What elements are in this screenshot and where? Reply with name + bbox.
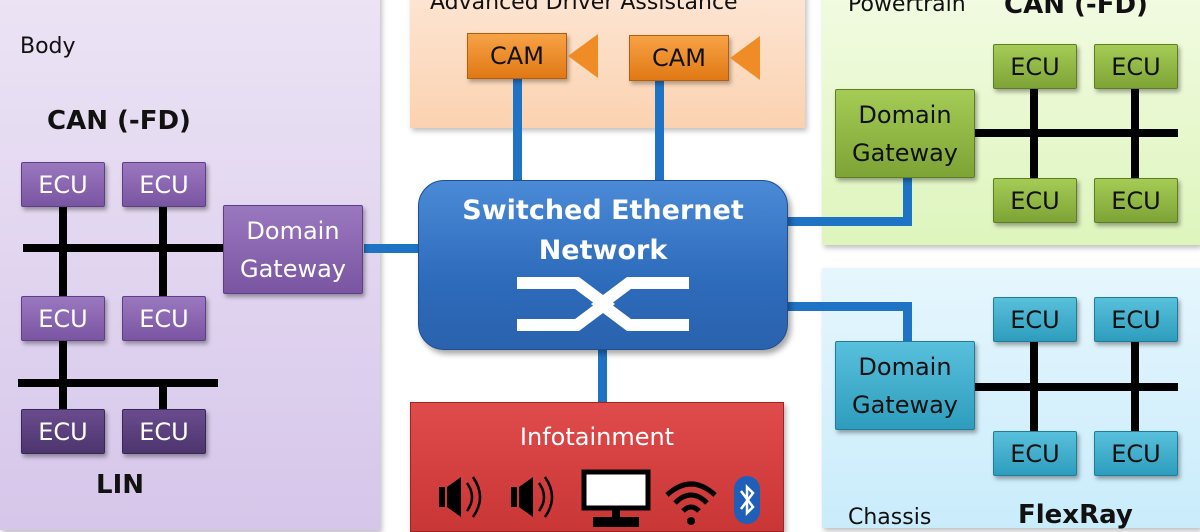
ethernet-link-infotainment: [598, 348, 607, 404]
bus-drop: [59, 336, 67, 411]
body-ecu[interactable]: ECU: [21, 162, 105, 207]
infotainment-title: Infotainment: [519, 423, 675, 451]
chassis-ecu[interactable]: ECU: [993, 431, 1077, 476]
switch-title-line1: Switched Ethernet: [462, 195, 744, 226]
bus-drop: [59, 200, 67, 300]
bus-drop: [1131, 340, 1139, 432]
chassis-domain-title: Chassis: [848, 505, 932, 530]
bus-drop: [1131, 86, 1139, 178]
ethernet-link-cam2: [655, 80, 664, 182]
camera-ecu[interactable]: CAM: [629, 35, 729, 81]
monitor-icon: [581, 469, 651, 527]
switch-title-line2: Network: [538, 235, 668, 266]
bus-drop: [1030, 340, 1038, 432]
body-ecu[interactable]: ECU: [122, 162, 206, 207]
powertrain-ecu[interactable]: ECU: [1094, 44, 1178, 89]
chassis-flexray-bus: [970, 383, 1178, 391]
ethernet-link-powertrain-v: [903, 178, 912, 226]
body-ecu[interactable]: ECU: [122, 296, 206, 341]
powertrain-domain-title: Powertrain: [848, 0, 966, 17]
gateway-label-line1: Domain: [858, 352, 952, 381]
camera-ecu[interactable]: CAM: [467, 33, 567, 79]
powertrain-ecu[interactable]: ECU: [993, 178, 1077, 223]
chassis-bus-label: FlexRay: [1018, 500, 1133, 530]
camera-lens-icon: [730, 36, 760, 80]
speaker-icon: [439, 476, 482, 518]
body-lin-bus: [18, 379, 218, 387]
powertrain-ecu[interactable]: ECU: [993, 44, 1077, 89]
adas-domain-title: Advanced Driver Assistance: [430, 0, 738, 15]
body-lin-label: LIN: [96, 470, 145, 500]
camera-lens-icon: [568, 34, 598, 78]
body-can-bus: [23, 244, 228, 252]
ethernet-link-chassis-h: [786, 302, 912, 311]
ethernet-link-cam1: [513, 78, 522, 182]
powertrain-can-bus: [970, 129, 1178, 137]
bus-drop: [159, 383, 167, 411]
gateway-label-line1: Domain: [246, 216, 340, 245]
gateway-label-line2: Gateway: [851, 390, 959, 419]
powertrain-domain-gateway[interactable]: Domain Gateway: [835, 89, 975, 178]
body-domain-title: Body: [20, 34, 76, 59]
body-ecu[interactable]: ECU: [21, 296, 105, 341]
bus-drop: [159, 200, 167, 300]
bus-drop: [1030, 86, 1038, 178]
powertrain-title-text: Powertrain: [848, 0, 966, 17]
chassis-ecu[interactable]: ECU: [1094, 297, 1178, 342]
infotainment-domain[interactable]: Infotainment: [410, 402, 784, 532]
ethernet-link-chassis-v: [903, 302, 912, 342]
chassis-ecu[interactable]: ECU: [1094, 431, 1178, 476]
body-can-label: CAN (-FD): [47, 106, 191, 136]
switch-icon: [517, 277, 689, 331]
ethernet-link-powertrain-h: [786, 217, 912, 226]
chassis-ecu[interactable]: ECU: [993, 297, 1077, 342]
speaker-icon: [511, 476, 554, 518]
body-lin-ecu[interactable]: ECU: [122, 409, 206, 454]
ethernet-link-body: [364, 244, 420, 253]
bluetooth-icon: [734, 476, 760, 524]
gateway-label-line2: Gateway: [851, 138, 959, 167]
body-lin-ecu[interactable]: ECU: [21, 409, 105, 454]
gateway-label-line2: Gateway: [239, 254, 347, 283]
powertrain-ecu[interactable]: ECU: [1094, 178, 1178, 223]
switched-ethernet-network[interactable]: Switched Ethernet Network: [418, 180, 788, 350]
switch-title: Switched Ethernet Network: [419, 191, 787, 271]
body-domain-gateway[interactable]: Domain Gateway: [223, 205, 363, 294]
gateway-label-line1: Domain: [858, 100, 952, 129]
chassis-domain-gateway[interactable]: Domain Gateway: [835, 341, 975, 430]
powertrain-bus-label: CAN (-FD): [1004, 0, 1148, 20]
wifi-icon: [665, 481, 717, 525]
